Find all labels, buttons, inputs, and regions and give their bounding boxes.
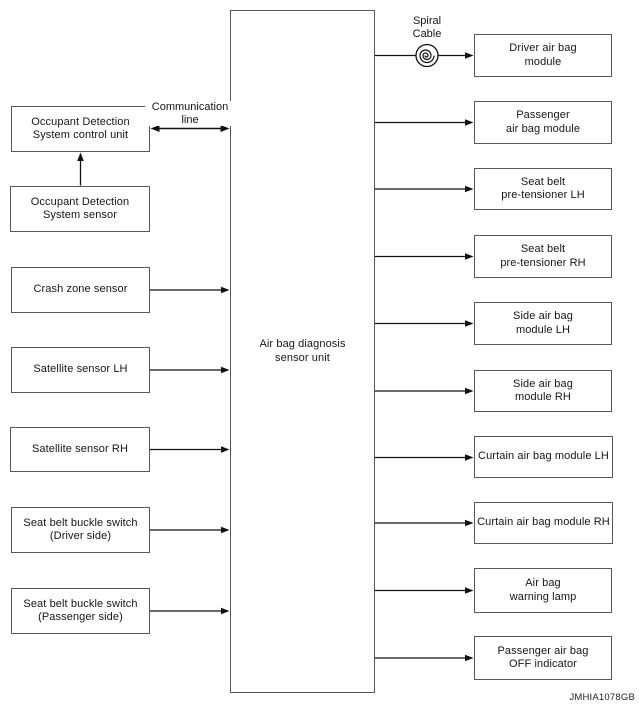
figure-code: JMHIA1078GB xyxy=(569,692,635,703)
box-passenger-air-bag-module: Passenger air bag module xyxy=(474,101,612,144)
box-air-bag-warning-lamp: Air bag warning lamp xyxy=(474,568,612,613)
communication-line-arrow xyxy=(150,125,230,132)
center-to-right-connectors xyxy=(375,54,466,659)
box-side-air-bag-module-rh: Side air bag module RH xyxy=(474,370,612,412)
box-satellite-sensor-rh: Satellite sensor RH xyxy=(10,427,150,472)
box-seat-belt-pre-tensioner-lh: Seat belt pre-tensioner LH xyxy=(474,168,612,210)
right-arrowheads xyxy=(465,52,474,662)
spiral-cable-icon xyxy=(415,43,439,68)
box-curtain-air-bag-module-lh: Curtain air bag module LH xyxy=(474,436,613,478)
occupant-sensor-arrow xyxy=(77,152,84,186)
box-driver-air-bag-module: Driver air bag module xyxy=(474,34,612,77)
box-passenger-air-bag-off-indicator: Passenger air bag OFF indicator xyxy=(474,636,612,680)
center-unit-box: Air bag diagnosis sensor unit xyxy=(230,10,375,693)
center-unit-label: Air bag diagnosis sensor unit xyxy=(259,338,346,364)
box-seat-belt-pre-tensioner-rh: Seat belt pre-tensioner RH xyxy=(474,235,612,278)
left-to-center-connectors xyxy=(150,289,223,612)
communication-line-label: Communication line xyxy=(145,101,235,126)
spiral-cable-label: Spiral Cable xyxy=(382,15,472,40)
box-seat-belt-buckle-switch-driver: Seat belt buckle switch (Driver side) xyxy=(11,507,150,553)
box-side-air-bag-module-lh: Side air bag module LH xyxy=(474,302,612,345)
box-seat-belt-buckle-switch-passenger: Seat belt buckle switch (Passenger side) xyxy=(11,588,150,634)
box-occupant-detection-control-unit: Occupant Detection System control unit xyxy=(11,106,150,152)
box-crash-zone-sensor: Crash zone sensor xyxy=(11,267,150,313)
box-occupant-detection-sensor: Occupant Detection System sensor xyxy=(10,186,150,232)
box-curtain-air-bag-module-rh: Curtain air bag module RH xyxy=(474,502,613,544)
box-satellite-sensor-lh: Satellite sensor LH xyxy=(11,347,150,393)
left-arrowheads xyxy=(221,286,230,615)
